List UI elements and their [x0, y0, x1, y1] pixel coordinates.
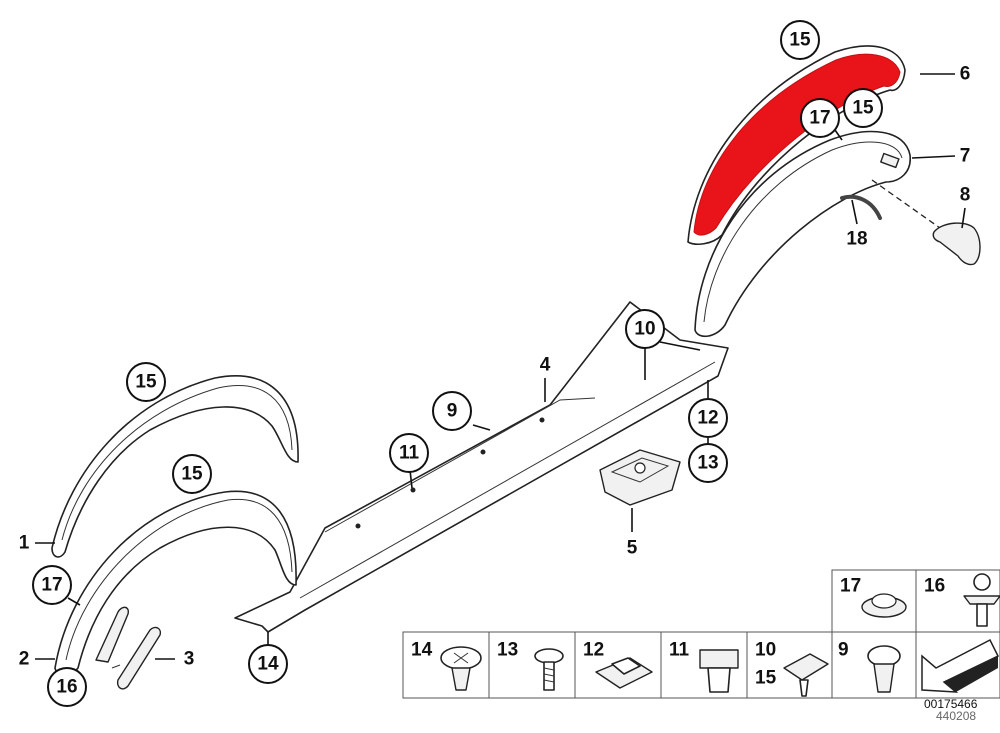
- callout-17-lower: 17: [32, 565, 72, 605]
- callout-10: 10: [625, 309, 665, 349]
- callout-18: 18: [846, 229, 867, 250]
- svg-text:14: 14: [411, 640, 433, 661]
- svg-text:11: 11: [669, 640, 690, 661]
- svg-text:3: 3: [184, 649, 195, 670]
- svg-text:13: 13: [697, 453, 718, 474]
- leader-lines: [35, 73, 966, 660]
- callout-4: 4: [540, 355, 551, 376]
- end-cap-8[interactable]: [932, 222, 981, 266]
- table-cell-13: [488, 631, 576, 699]
- clip-slot: [880, 152, 900, 169]
- trim-piece-3[interactable]: [95, 606, 162, 690]
- screw-13-icon: [534, 648, 564, 691]
- callout-11: 11: [389, 433, 429, 473]
- svg-text:17: 17: [809, 108, 830, 129]
- callout-8: 8: [960, 185, 971, 206]
- svg-text:9: 9: [447, 401, 458, 422]
- callout-3: 3: [184, 649, 195, 670]
- svg-text:15: 15: [755, 668, 777, 689]
- svg-text:5: 5: [627, 538, 638, 559]
- seal-strip-18[interactable]: [840, 194, 882, 220]
- clip-5[interactable]: [599, 449, 681, 506]
- wheel-arch-trim-2[interactable]: [54, 490, 297, 675]
- svg-text:14: 14: [257, 654, 279, 675]
- callout-5: 5: [627, 538, 638, 559]
- svg-text:17: 17: [41, 575, 62, 596]
- direction-arrow-icon: [921, 638, 1000, 693]
- svg-text:10: 10: [634, 319, 655, 340]
- svg-text:15: 15: [789, 30, 811, 51]
- svg-text:10: 10: [755, 640, 776, 661]
- svg-text:13: 13: [497, 640, 518, 661]
- clip-14-icon: [440, 646, 482, 691]
- callout-1: 1: [19, 533, 30, 554]
- wheel-arch-trim-7[interactable]: [694, 130, 911, 338]
- callout-16: 16: [47, 667, 87, 707]
- callout-17-upper: 17: [800, 98, 840, 138]
- grommet-17-icon: [861, 593, 907, 618]
- callout-15-upper: 15: [843, 88, 883, 128]
- svg-text:17: 17: [840, 576, 861, 597]
- diagram-code-secondary: 440208: [936, 709, 976, 723]
- callout-15-left-2: 15: [172, 454, 212, 494]
- side-sill-4[interactable]: [234, 301, 729, 633]
- assembly-dash-line: [871, 179, 941, 229]
- svg-text:1: 1: [19, 533, 30, 554]
- svg-text:11: 11: [399, 443, 420, 464]
- svg-text:4: 4: [540, 355, 551, 376]
- diagram-code-primary: 00175466: [924, 697, 978, 711]
- svg-text:2: 2: [19, 649, 30, 670]
- svg-text:18: 18: [846, 229, 867, 250]
- svg-text:15: 15: [852, 98, 874, 119]
- clip-9-icon: [867, 645, 901, 693]
- callout-15-left-1: 15: [126, 362, 166, 402]
- callout-13: 13: [688, 443, 728, 483]
- svg-text:7: 7: [960, 146, 971, 167]
- callout-6: 6: [960, 64, 971, 85]
- svg-text:15: 15: [181, 464, 203, 485]
- svg-text:16: 16: [56, 677, 77, 698]
- parts-table: 17 16 14 13 12 11 10 15 9: [402, 569, 1000, 699]
- callout-14: 14: [248, 644, 288, 684]
- svg-text:9: 9: [838, 640, 849, 661]
- plug-11-icon: [699, 649, 739, 693]
- svg-text:6: 6: [960, 64, 971, 85]
- nut-12-icon: [595, 657, 653, 689]
- callout-15-top: 15: [780, 20, 820, 60]
- clip-10-icon: [783, 653, 829, 697]
- svg-text:16: 16: [924, 576, 945, 597]
- screw-16-icon: [963, 573, 1000, 627]
- callout-12: 12: [688, 398, 728, 438]
- svg-text:12: 12: [583, 640, 604, 661]
- wheel-arch-trim-1[interactable]: [51, 375, 299, 558]
- svg-text:8: 8: [960, 185, 971, 206]
- callout-2: 2: [19, 649, 30, 670]
- callout-9: 9: [432, 391, 472, 431]
- svg-text:12: 12: [697, 408, 718, 429]
- svg-text:15: 15: [135, 372, 157, 393]
- callout-7: 7: [960, 146, 971, 167]
